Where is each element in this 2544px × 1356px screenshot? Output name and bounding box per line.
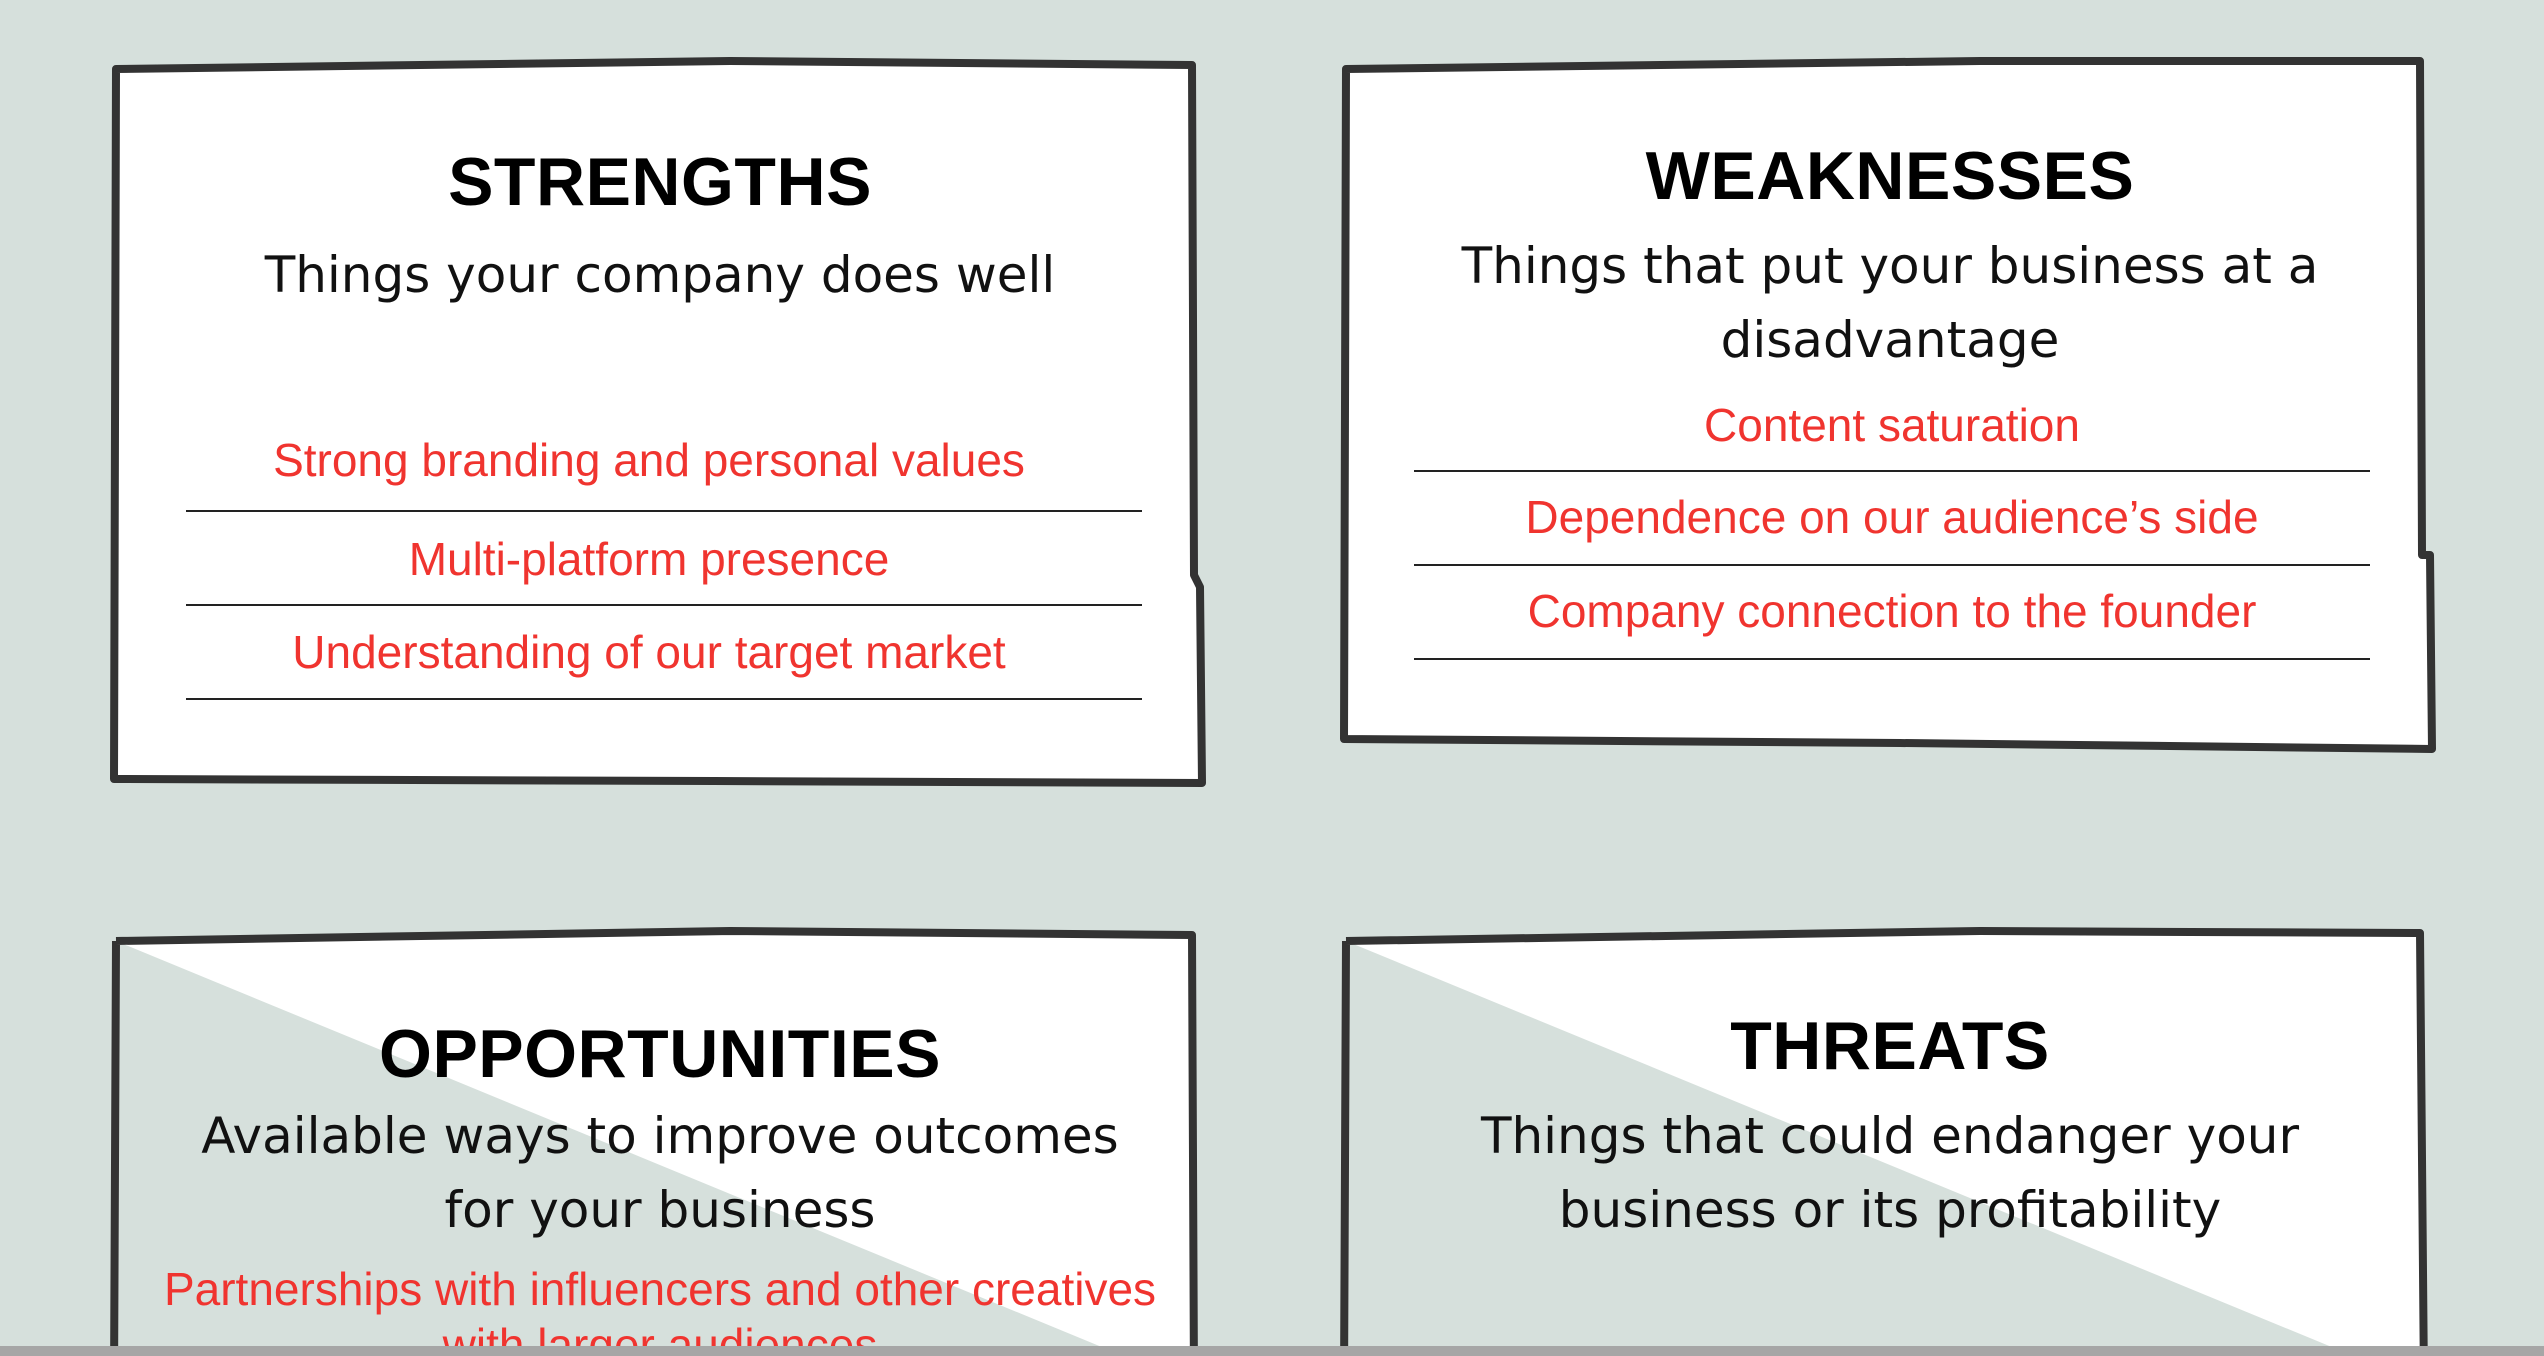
weaknesses-card: WEAKNESSES Things that put your business… [1340, 55, 2440, 755]
strengths-list: Strong branding and personal values Mult… [186, 420, 1142, 700]
opportunities-item-line1: Partnerships with influencers and other … [163, 1263, 1157, 1315]
weaknesses-title: WEAKNESSES [1645, 138, 2135, 214]
strengths-item: Understanding of our target market [186, 606, 1142, 700]
strengths-title: STRENGTHS [448, 144, 872, 220]
opportunities-subtitle-line2: for your business [444, 1181, 876, 1239]
opportunities-card: OPPORTUNITIES Available ways to improve … [110, 925, 1210, 1356]
weaknesses-item: Content saturation [1414, 391, 2370, 472]
threats-subtitle-line1: Things that could endanger your [1480, 1107, 2300, 1165]
threats-subtitle-line2: business or its profitability [1558, 1181, 2222, 1239]
opportunities-title: OPPORTUNITIES [379, 1016, 941, 1092]
strengths-card: STRENGTHS Things your company does well … [110, 55, 1210, 790]
strengths-item: Strong branding and personal values [186, 420, 1142, 512]
strengths-subtitle: Things your company does well [264, 246, 1056, 304]
weaknesses-item: Dependence on our audience’s side [1414, 472, 2370, 566]
weaknesses-subtitle-line2: disadvantage [1720, 311, 2060, 369]
threats-title: THREATS [1730, 1008, 2050, 1084]
weaknesses-subtitle-line1: Things that put your business at a [1461, 237, 2319, 295]
opportunities-subtitle-line1: Available ways to improve outcomes [201, 1107, 1119, 1165]
bottom-scrollbar[interactable] [0, 1346, 2544, 1356]
weaknesses-list: Content saturation Dependence on our aud… [1414, 391, 2370, 660]
threats-card: THREATS Things that could endanger your … [1340, 925, 2440, 1356]
weaknesses-item: Company connection to the founder [1414, 566, 2370, 660]
strengths-item: Multi-platform presence [186, 512, 1142, 606]
